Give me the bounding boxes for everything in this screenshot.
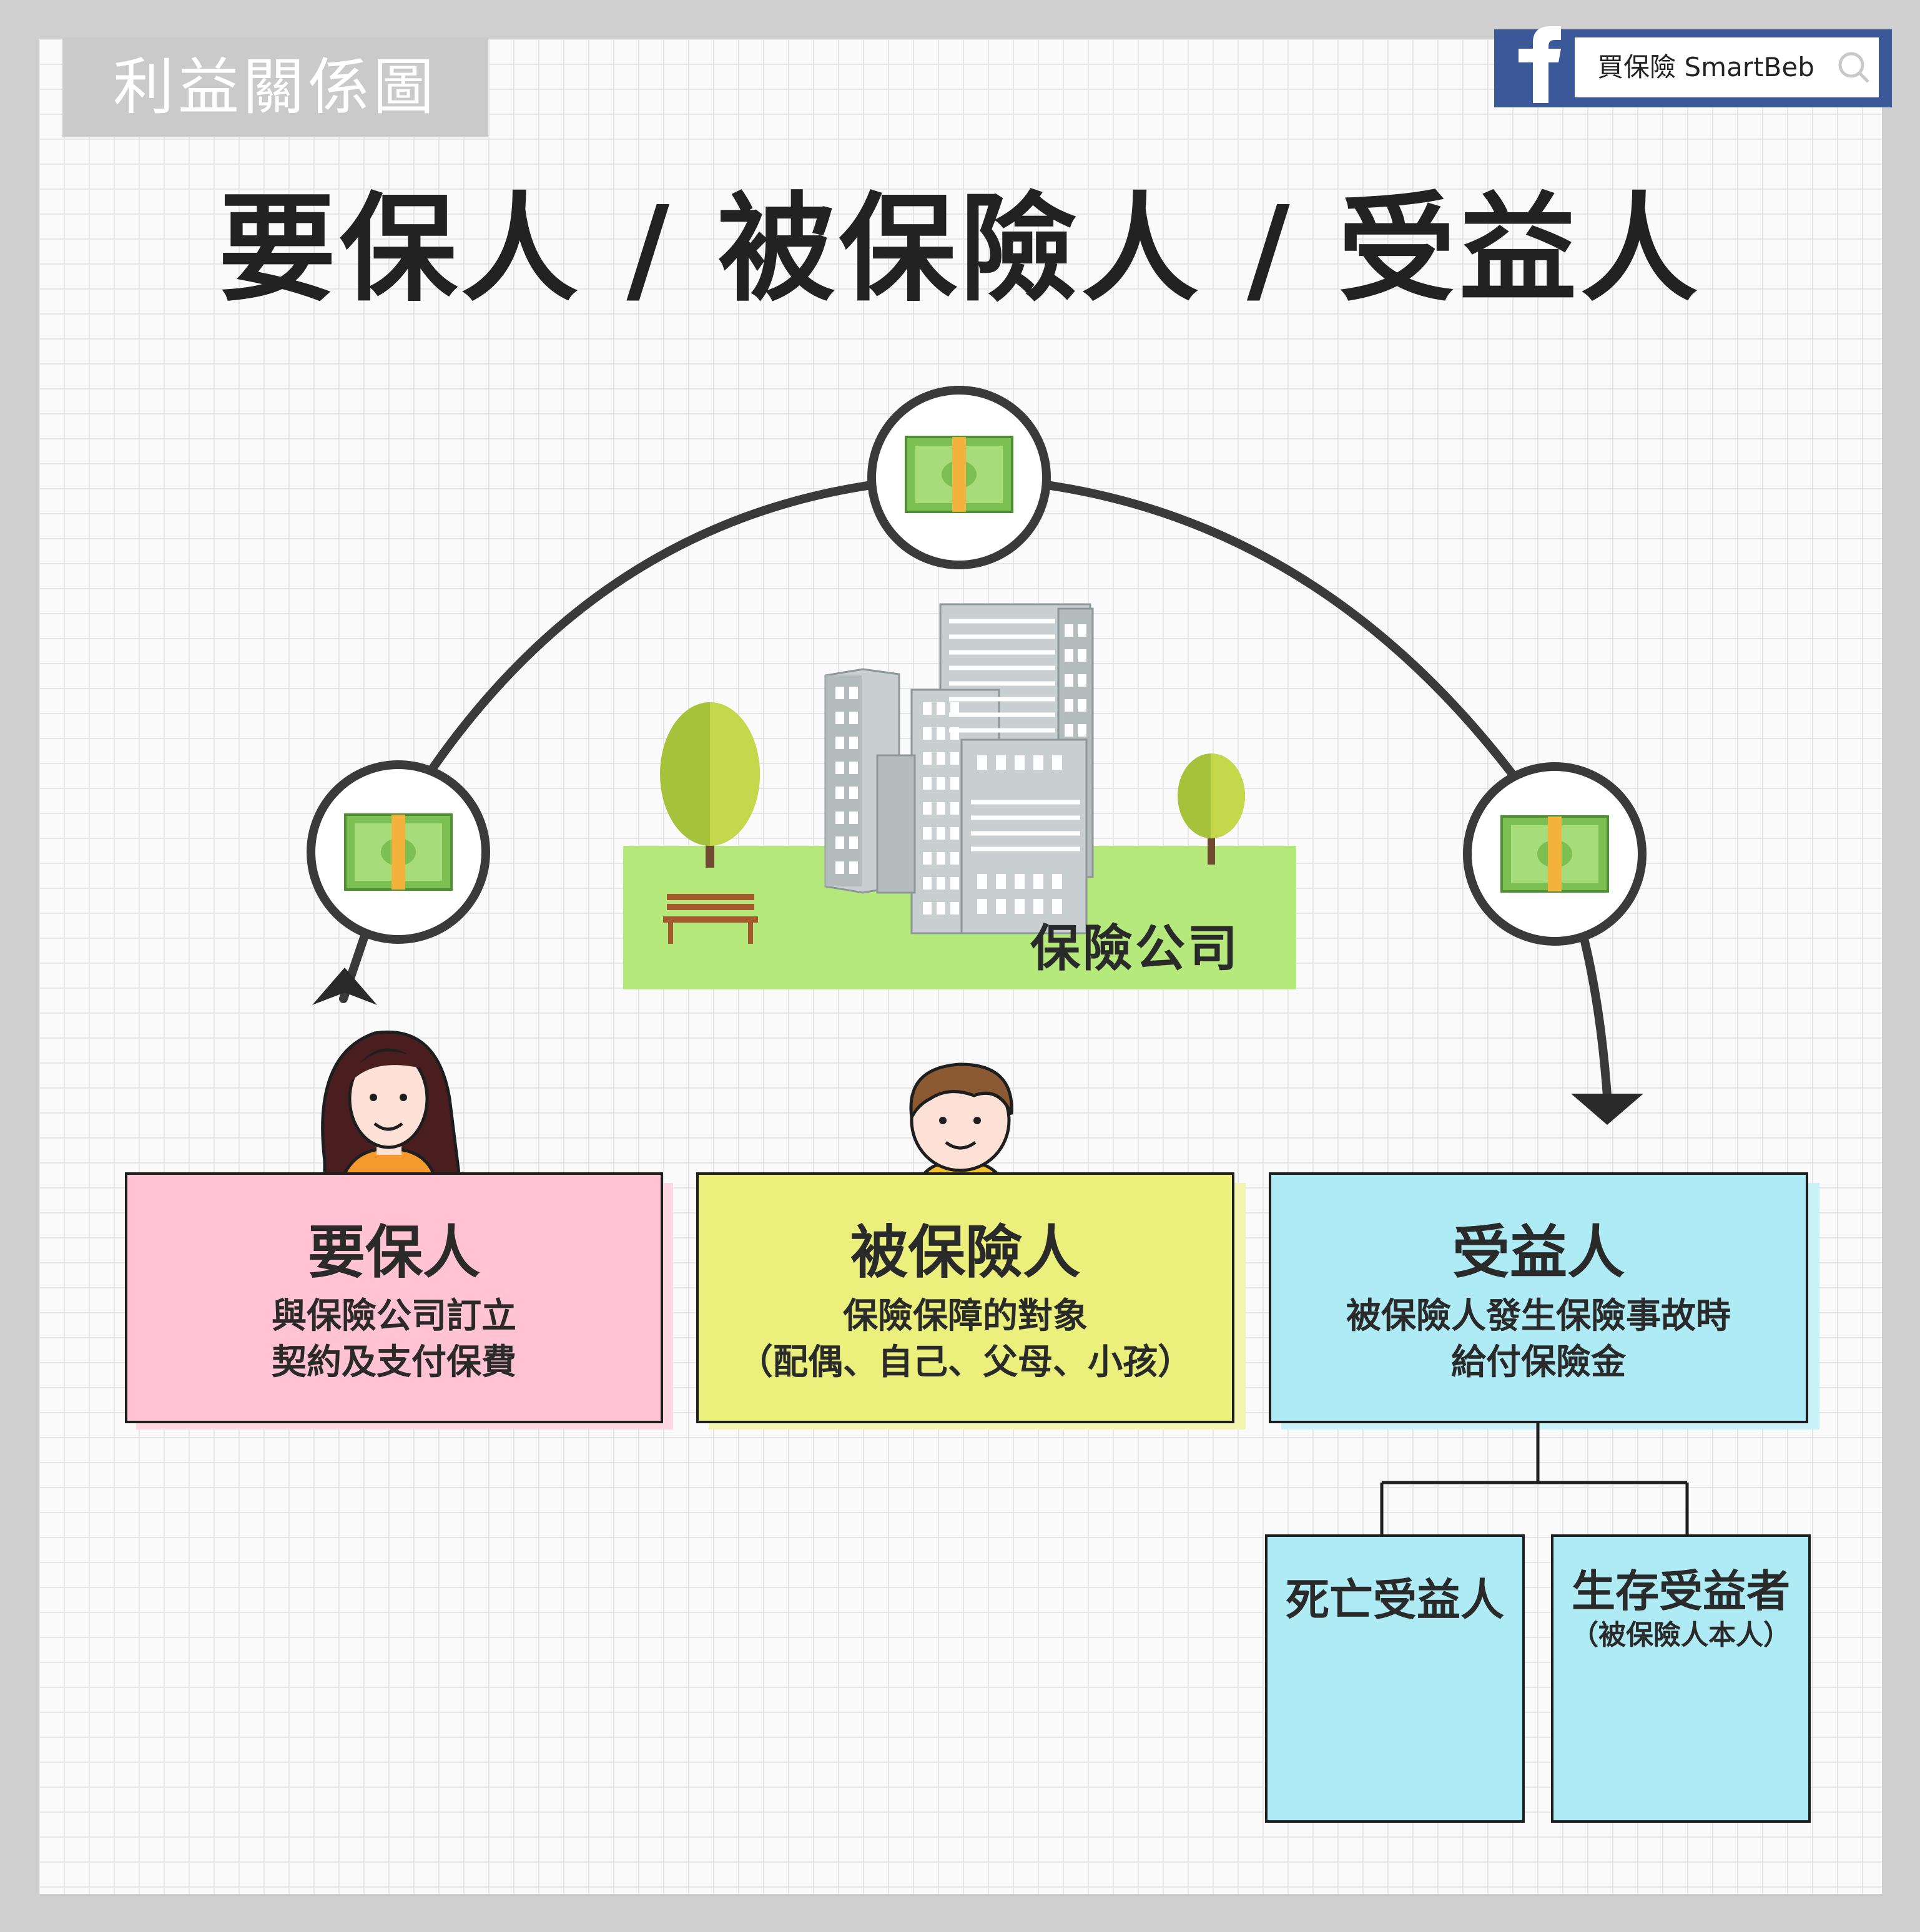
death-beneficiary-box: 死亡受益人 [1265,1534,1525,1823]
role-desc: 保險保障的對象 [843,1296,1088,1336]
role-desc: 給付保險金 [1451,1342,1626,1383]
role-title: 被保險人 [850,1219,1080,1286]
arrow-up-icon [312,968,377,1005]
beneficiary-note: （被保險人本人） [1571,1619,1791,1651]
building-icon [824,603,1094,934]
woman-avatar [321,1030,461,1188]
tag-banner [62,37,488,137]
survival-beneficiary-box: 生存受益者 （被保險人本人） [1551,1534,1811,1823]
beneficiary-title: 死亡受益人 [1286,1574,1504,1626]
tree-icon [660,702,760,868]
money-node-top [867,386,1051,569]
arrow-down-icon [1571,1094,1643,1125]
search-icon [1838,52,1869,83]
role-title: 受益人 [1452,1219,1625,1286]
role-desc: 與保險公司訂立 [272,1296,516,1336]
brand-search-box [1575,37,1879,97]
money-node-right [1463,762,1647,946]
company-label: 保險公司 [1030,919,1240,978]
beneficiary-title: 生存受益者 [1572,1566,1790,1617]
beneficiary-connector [1380,1422,1689,1536]
money-node-left [307,760,490,944]
tag-label: 利益關係圖 [112,52,438,123]
page-title: 要保人 / 被保險人 / 受益人 [218,181,1702,318]
role-desc: 被保險人發生保險事故時 [1346,1296,1731,1336]
boy-avatar [909,1062,1013,1191]
beneficiary-box: 受益人 被保險人發生保險事故時 給付保險金 [1269,1172,1808,1423]
tree-icon [1178,753,1245,865]
company-scene [623,603,1296,989]
role-desc: （配偶、自己、父母、小孩） [738,1342,1193,1383]
insured-box: 被保險人 保險保障的對象 （配偶、自己、父母、小孩） [696,1172,1234,1423]
role-title: 要保人 [307,1219,480,1286]
policyholder-box: 要保人 與保險公司訂立 契約及支付保費 [125,1172,663,1423]
bench-icon [663,894,758,944]
brand-name: 買保險 SmartBeb [1597,52,1814,82]
role-desc: 契約及支付保費 [272,1342,516,1383]
facebook-f-icon [1519,26,1561,103]
